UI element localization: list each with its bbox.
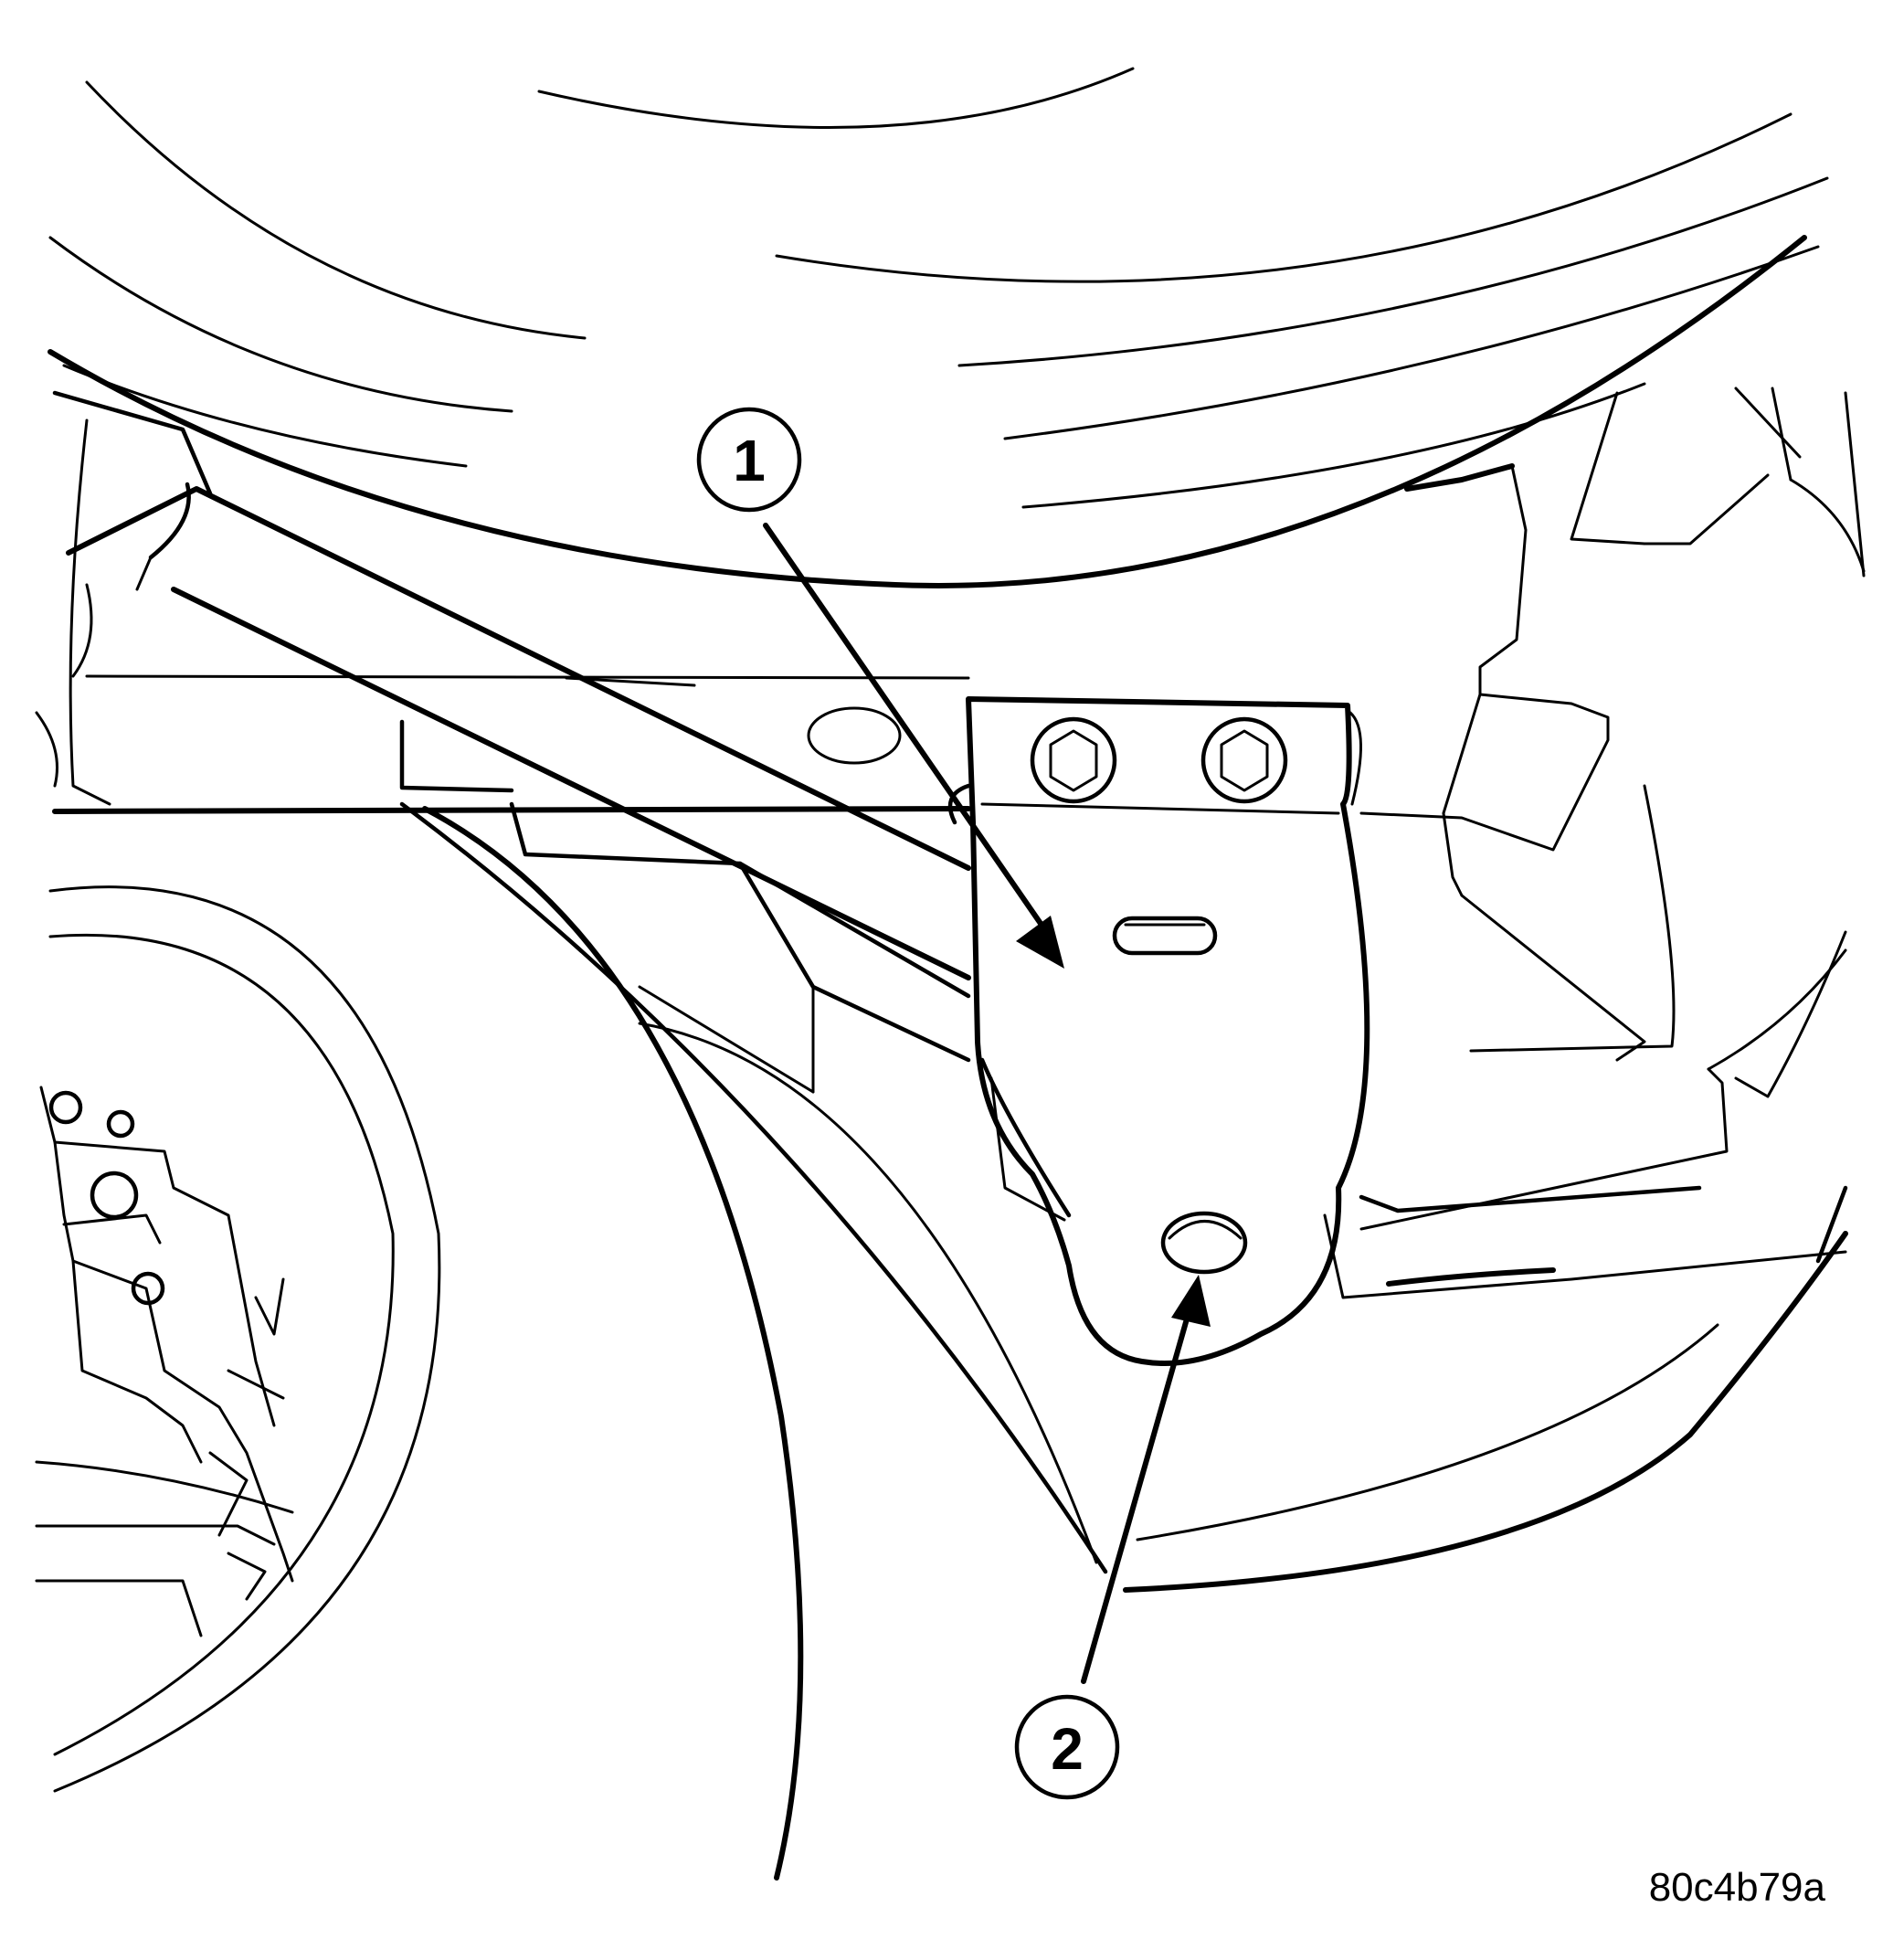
callout-1-leader: [763, 523, 1046, 930]
callout-1-label: 1: [733, 428, 766, 493]
bolt-left: [1030, 716, 1117, 804]
callout-2-label: 2: [1051, 1716, 1084, 1782]
tire-tread-arcs: [48, 67, 1829, 509]
callout-2-circle: [1014, 1694, 1120, 1800]
callout-1: 1: [696, 407, 1064, 969]
brake-caliper: [35, 1086, 294, 1637]
callout-2: 2: [1014, 1275, 1211, 1800]
callout-2-leader: [1081, 1313, 1190, 1684]
callout-1-arrowhead: [1016, 916, 1064, 969]
frame-lines: [35, 235, 1807, 1094]
bracket: [947, 696, 1370, 1366]
callout-2-arrowhead: [1171, 1275, 1211, 1327]
mounting-hole: [1160, 1211, 1248, 1275]
callout-1-circle: [696, 407, 802, 513]
right-body-structure: [1123, 387, 1866, 1593]
tire-left: [48, 801, 1108, 1881]
bolt-right: [1200, 716, 1288, 804]
figure-id: 80c4b79a: [1649, 1865, 1826, 1910]
